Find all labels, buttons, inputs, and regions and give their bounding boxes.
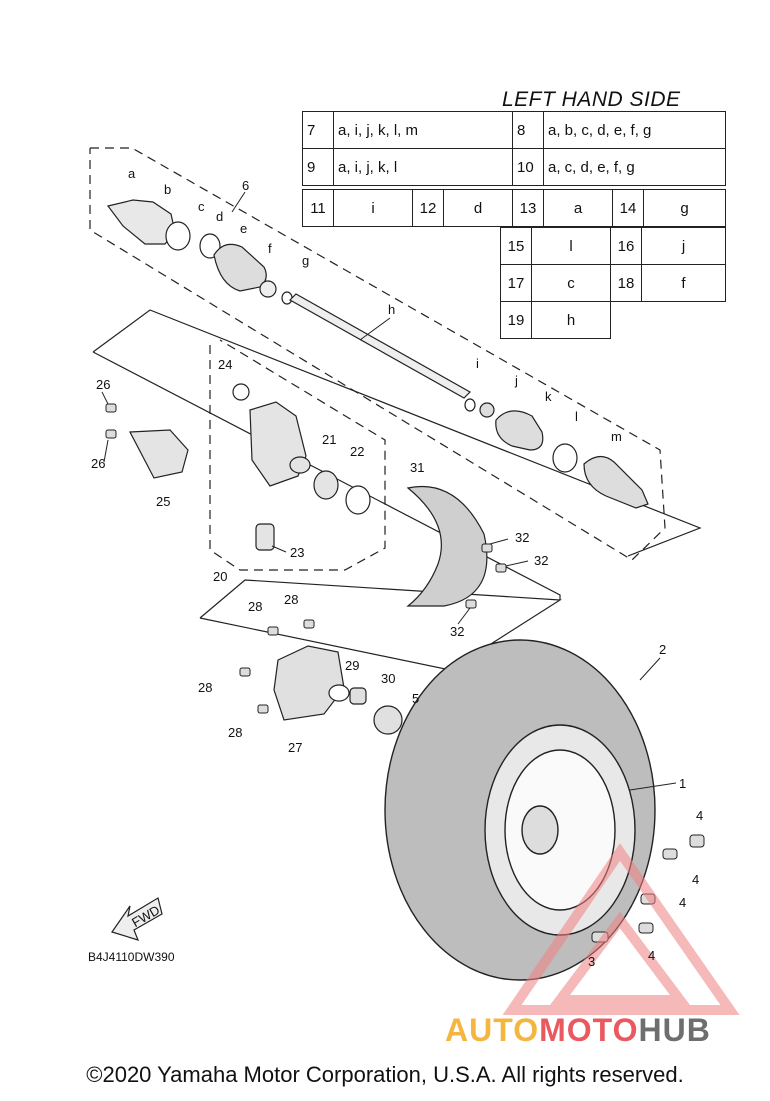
- legend-num: 19: [500, 301, 532, 339]
- watermark-part3: HUB: [638, 1012, 711, 1048]
- callout-32a: 32: [515, 530, 529, 545]
- legend-num: 18: [610, 264, 642, 302]
- legend-code: h: [531, 301, 611, 339]
- callout-28b: 28: [284, 592, 298, 607]
- callout-4d: 4: [648, 948, 655, 963]
- callout-26a: 26: [96, 377, 110, 392]
- callout-20: 20: [213, 569, 227, 584]
- callout-4c: 4: [679, 895, 686, 910]
- diagram-code: B4J4110DW390: [88, 950, 175, 964]
- watermark-triangle: [502, 843, 740, 1015]
- legend-row: 11 i 12 d 13 a 14 g: [302, 189, 726, 227]
- callout-4b: 4: [692, 872, 699, 887]
- callout-c: c: [198, 199, 205, 214]
- brake-disc: [406, 485, 488, 607]
- legend-codes: a, i, j, k, l: [333, 148, 513, 186]
- legend-num: 14: [612, 189, 644, 227]
- fwd-arrow: [111, 897, 163, 941]
- legend-table-upper: 7 a, i, j, k, l, m 8 a, b, c, d, e, f, g…: [302, 111, 726, 186]
- legend-num: 15: [500, 227, 532, 265]
- callout-21: 21: [322, 432, 336, 447]
- callout-6: 6: [242, 178, 249, 193]
- callout-f: f: [268, 241, 272, 256]
- legend-row: 15 l 16 j: [500, 227, 726, 265]
- legend-num: 7: [302, 111, 334, 149]
- watermark-part2: MOTO: [539, 1012, 639, 1048]
- assembly-frames: [92, 309, 702, 671]
- page-title: LEFT HAND SIDE: [502, 88, 681, 111]
- knuckle-assembly: [129, 383, 371, 551]
- callout-3: 3: [588, 954, 595, 969]
- legend-num: 12: [412, 189, 444, 227]
- callout-26b: 26: [91, 456, 105, 471]
- legend-code: f: [641, 264, 726, 302]
- legend-num: 11: [302, 189, 334, 227]
- legend-row: 17 c 18 f: [500, 264, 726, 302]
- callout-27: 27: [288, 740, 302, 755]
- watermark-part1: AUTO: [445, 1012, 540, 1048]
- callout-h: h: [388, 302, 395, 317]
- callout-i: i: [476, 356, 479, 371]
- callout-k: k: [545, 389, 552, 404]
- legend-num: 9: [302, 148, 334, 186]
- copyright-footer: ©2020 Yamaha Motor Corporation, U.S.A. A…: [86, 1062, 684, 1087]
- callout-m: m: [611, 429, 622, 444]
- legend-code: i: [333, 189, 413, 227]
- knuckle-group-outline: [209, 339, 386, 571]
- legend-num: 10: [512, 148, 544, 186]
- legend-num: 17: [500, 264, 532, 302]
- callout-32c: 32: [450, 624, 464, 639]
- callout-l: l: [575, 409, 578, 424]
- legend-code: d: [443, 189, 513, 227]
- callout-22: 22: [350, 444, 364, 459]
- leader-lines: [101, 191, 677, 791]
- outer-cv-joint: [106, 199, 221, 259]
- callout-labels: a b c d e f g 6 h i j k l m 24 26 26 25 …: [91, 166, 703, 969]
- callout-30: 30: [381, 671, 395, 686]
- callout-g: g: [302, 253, 309, 268]
- legend-num: 8: [512, 111, 544, 149]
- legend-codes: a, b, c, d, e, f, g: [543, 111, 726, 149]
- callout-28d: 28: [228, 725, 242, 740]
- legend-codes: a, i, j, k, l, m: [333, 111, 513, 149]
- callout-24: 24: [218, 357, 232, 372]
- callout-5: 5: [412, 691, 419, 706]
- legend-code: c: [531, 264, 611, 302]
- legend-row: 7 a, i, j, k, l, m 8 a, b, c, d, e, f, g: [302, 111, 726, 149]
- callout-a: a: [128, 166, 136, 181]
- legend-row: 19 h: [500, 301, 726, 339]
- legend-row: 9 a, i, j, k, l 10 a, c, d, e, f, g: [302, 148, 726, 186]
- watermark-logo: AUTOMOTOHUB: [445, 1012, 711, 1049]
- callout-28c: 28: [198, 680, 212, 695]
- driveshaft-group-outline: [89, 147, 666, 561]
- callout-32b: 32: [534, 553, 548, 568]
- callout-25: 25: [156, 494, 170, 509]
- legend-code: j: [641, 227, 726, 265]
- legend-code: a: [543, 189, 613, 227]
- callout-31: 31: [410, 460, 424, 475]
- inner-cv-joint: [464, 398, 649, 509]
- callout-j: j: [514, 373, 518, 388]
- legend-num: 16: [610, 227, 642, 265]
- legend-code: l: [531, 227, 611, 265]
- callout-e: e: [240, 221, 247, 236]
- callout-2: 2: [659, 642, 666, 657]
- callout-b: b: [164, 182, 171, 197]
- callout-23: 23: [290, 545, 304, 560]
- callout-1: 1: [679, 776, 686, 791]
- shaft-h: [289, 293, 471, 399]
- legend-table-middle: 11 i 12 d 13 a 14 g: [302, 189, 726, 227]
- hub-assembly: [273, 645, 403, 735]
- callout-d: d: [216, 209, 223, 224]
- legend-table-lower: 15 l 16 j 17 c 18 f 19 h: [500, 227, 726, 339]
- legend-num: 13: [512, 189, 544, 227]
- callout-4a: 4: [696, 808, 703, 823]
- callout-29: 29: [345, 658, 359, 673]
- legend-code: g: [643, 189, 726, 227]
- callout-28a: 28: [248, 599, 262, 614]
- boot-e: [213, 243, 293, 305]
- legend-codes: a, c, d, e, f, g: [543, 148, 726, 186]
